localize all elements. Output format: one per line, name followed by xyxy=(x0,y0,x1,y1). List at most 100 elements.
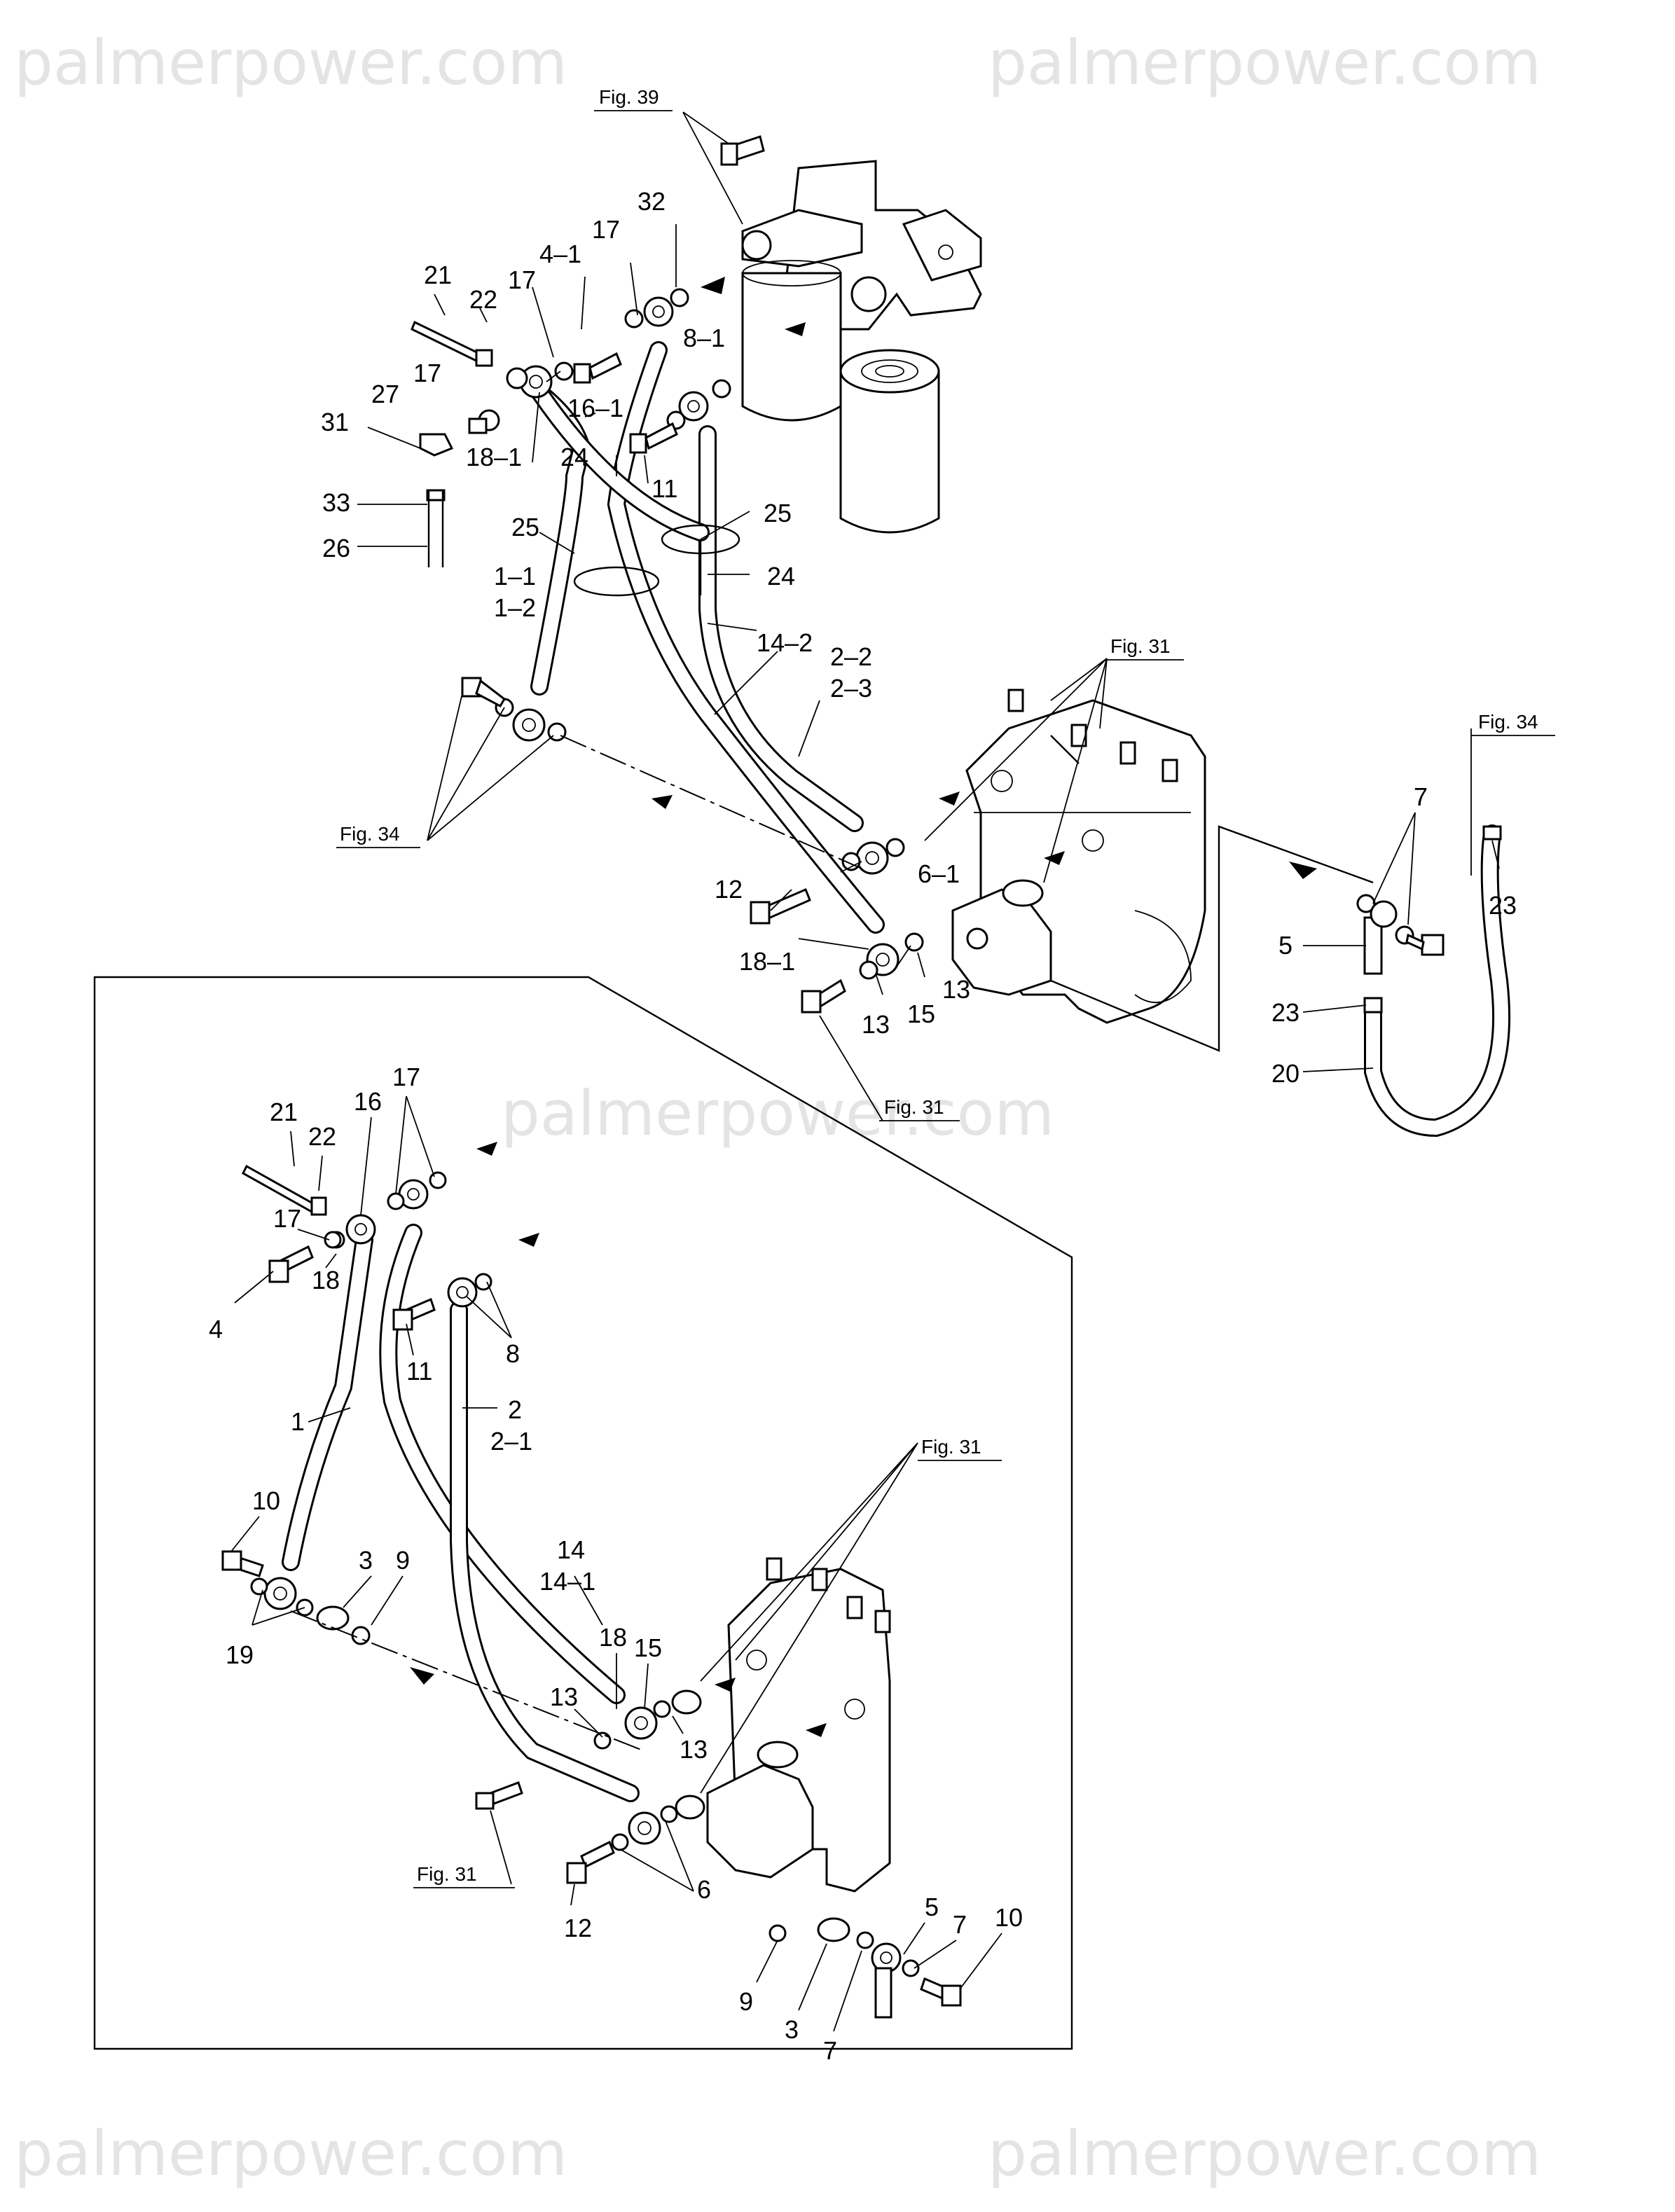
eye-bolt xyxy=(411,320,528,502)
svg-text:25: 25 xyxy=(764,499,792,527)
svg-text:2–3: 2–3 xyxy=(830,674,872,703)
svg-text:Fig. 31: Fig. 31 xyxy=(417,1863,477,1885)
bolt xyxy=(461,352,1445,1014)
leader-lines xyxy=(357,111,1500,1121)
fig-reference: Fig. 39 Fig. 31 Fig. 34 Fig. 34 Fig. 31 xyxy=(336,86,1555,1121)
svg-text:16–1: 16–1 xyxy=(567,394,623,422)
flow-line xyxy=(560,735,862,869)
nut-23 xyxy=(1363,997,1383,1014)
svg-text:Fig. 31: Fig. 31 xyxy=(884,1096,944,1118)
bolt xyxy=(720,135,765,166)
svg-text:32: 32 xyxy=(637,187,666,216)
svg-text:15: 15 xyxy=(907,1000,935,1028)
watermark: palmerpower.com xyxy=(988,2117,1541,2190)
svg-text:18–1: 18–1 xyxy=(739,947,795,976)
part-number-labels-top: 21 22 17 4–1 17 32 17 16–1 8–1 27 31 18–… xyxy=(321,187,1517,1088)
svg-text:Fig. 34: Fig. 34 xyxy=(1478,711,1538,733)
svg-text:16: 16 xyxy=(354,1087,382,1116)
svg-text:4: 4 xyxy=(209,1315,223,1343)
svg-text:4–1: 4–1 xyxy=(539,240,581,268)
svg-text:25: 25 xyxy=(511,513,539,541)
svg-text:22: 22 xyxy=(308,1122,336,1151)
watermark: palmerpower.com xyxy=(14,27,567,99)
banjo-fitting xyxy=(1370,900,1398,928)
svg-text:13: 13 xyxy=(550,1682,578,1711)
svg-text:14–1: 14–1 xyxy=(539,1567,595,1596)
svg-text:14–2: 14–2 xyxy=(757,628,813,657)
fitting xyxy=(316,1605,892,2019)
injection-pump xyxy=(706,1557,891,1893)
leader-lines-inset xyxy=(230,1095,1002,2032)
fig-ref-line xyxy=(1050,825,1374,1052)
fuel-pipe-2-2 xyxy=(698,425,864,832)
svg-text:10: 10 xyxy=(252,1486,280,1515)
svg-text:10: 10 xyxy=(995,1903,1023,1932)
svg-text:18: 18 xyxy=(312,1266,340,1294)
svg-text:20: 20 xyxy=(1271,1059,1300,1088)
svg-text:17: 17 xyxy=(508,265,536,294)
svg-text:17: 17 xyxy=(592,215,620,244)
svg-text:1–2: 1–2 xyxy=(494,593,536,622)
fig-reference: Fig. 31 Fig. 31 xyxy=(413,1436,1002,1888)
svg-text:13: 13 xyxy=(680,1735,708,1764)
svg-text:33: 33 xyxy=(322,488,350,517)
svg-text:6: 6 xyxy=(697,1875,711,1904)
part-number-labels-inset: 21 22 16 17 17 18 4 11 8 1 2 2–1 10 3 9 … xyxy=(209,1063,1023,2065)
svg-text:22: 22 xyxy=(469,285,497,314)
watermark: palmerpower.com xyxy=(14,2117,567,2190)
svg-text:5: 5 xyxy=(1278,931,1293,960)
filter-element xyxy=(839,349,940,534)
pipe-26 xyxy=(427,490,444,567)
svg-text:9: 9 xyxy=(396,1546,410,1575)
svg-text:18: 18 xyxy=(599,1623,627,1652)
watermark: palmerpower.com xyxy=(501,1077,1054,1149)
watermark: palmerpower.com xyxy=(988,27,1541,99)
svg-text:19: 19 xyxy=(226,1640,254,1669)
svg-text:6–1: 6–1 xyxy=(918,859,960,888)
svg-text:2–1: 2–1 xyxy=(490,1427,532,1456)
fuel-pipe-24 xyxy=(607,341,885,934)
svg-text:7: 7 xyxy=(953,1910,967,1939)
flow-arrow xyxy=(410,1142,827,1737)
svg-text:1–1: 1–1 xyxy=(494,562,536,590)
svg-text:5: 5 xyxy=(925,1893,939,1921)
flow-line xyxy=(1050,735,1080,764)
svg-text:Fig. 39: Fig. 39 xyxy=(599,86,659,108)
svg-text:11: 11 xyxy=(652,474,677,503)
svg-text:12: 12 xyxy=(715,875,743,904)
svg-text:23: 23 xyxy=(1489,891,1517,920)
svg-text:17: 17 xyxy=(413,359,441,387)
inset-fuel-pipe-2 xyxy=(450,1301,640,1802)
svg-text:21: 21 xyxy=(424,261,452,289)
svg-text:17: 17 xyxy=(273,1204,301,1233)
svg-text:13: 13 xyxy=(862,1010,890,1039)
flow-line xyxy=(290,1610,645,1752)
svg-text:14: 14 xyxy=(557,1535,585,1564)
svg-text:7: 7 xyxy=(1414,782,1428,811)
svg-text:27: 27 xyxy=(371,380,399,408)
svg-text:8–1: 8–1 xyxy=(683,324,725,352)
svg-text:18–1: 18–1 xyxy=(466,443,522,471)
svg-text:9: 9 xyxy=(739,1987,753,2016)
svg-text:1: 1 xyxy=(291,1407,305,1436)
svg-text:15: 15 xyxy=(634,1633,662,1662)
svg-text:7: 7 xyxy=(823,2036,837,2065)
svg-text:12: 12 xyxy=(564,1914,592,1942)
svg-text:Fig. 31: Fig. 31 xyxy=(1110,635,1171,657)
fuel-pipe-1-2 xyxy=(530,383,710,541)
svg-text:2–2: 2–2 xyxy=(830,642,872,671)
svg-text:3: 3 xyxy=(785,2015,799,2044)
pipe-clamp xyxy=(573,566,660,597)
svg-text:2: 2 xyxy=(508,1395,522,1424)
inset-fuel-pipe-14 xyxy=(379,1224,626,1704)
svg-text:23: 23 xyxy=(1271,998,1300,1027)
fuel-pipe-20 xyxy=(1364,824,1511,1138)
svg-text:11: 11 xyxy=(406,1357,432,1385)
banjo-fitting xyxy=(263,1179,902,1973)
svg-text:31: 31 xyxy=(321,408,349,436)
eye-bolt xyxy=(242,1164,327,1216)
banjo-fitting xyxy=(512,296,899,976)
nut-23 xyxy=(1482,825,1502,841)
flow-arrow xyxy=(652,277,1317,879)
